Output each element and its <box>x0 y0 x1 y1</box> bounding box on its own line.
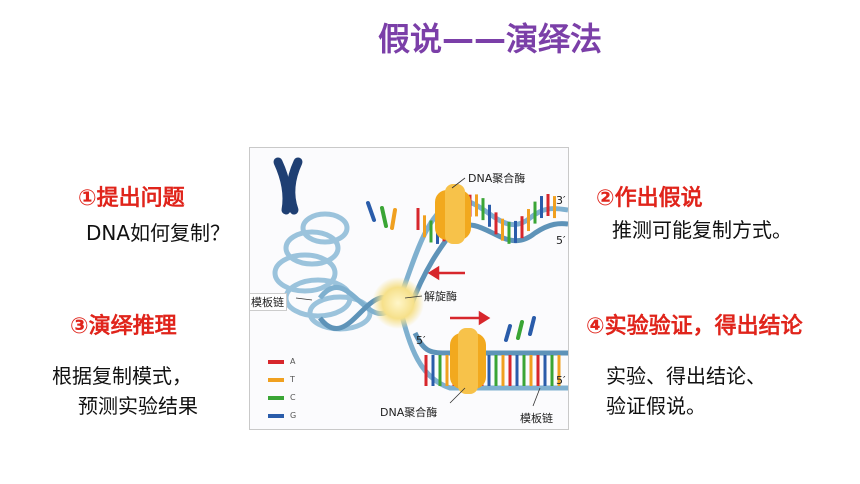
helicase-label: 解旋酶 <box>424 290 457 303</box>
dna-replication-illustration <box>268 157 568 418</box>
chromosome-icon <box>273 157 303 215</box>
dna-polymerase-bottom-label: DNA聚合酶 <box>380 406 438 419</box>
dna-polymerase-top-label: DNA聚合酶 <box>468 172 526 185</box>
step-3-label: ③演绎推理 <box>70 314 177 339</box>
page-title: 假说——演绎法 <box>377 20 602 58</box>
end-3-top-label: 3′ <box>556 194 566 207</box>
legend-swatches <box>268 360 284 418</box>
dna-polymerase-top-enzyme <box>435 184 471 244</box>
end-5-mid-label: 5′ <box>416 334 426 347</box>
step-4-desc-line-2: 验证假说。 <box>606 394 706 418</box>
step-3-desc-line-2: 预测实验结果 <box>78 394 198 418</box>
coiled-dna-strand <box>272 211 373 332</box>
helicase-enzyme <box>372 277 424 329</box>
step-2-desc: 推测可能复制方式。 <box>612 218 792 242</box>
dna-polymerase-bottom-enzyme <box>450 328 486 394</box>
step-3-desc-line-1: 根据复制模式， <box>52 364 192 388</box>
legend-label-t: T <box>290 375 295 384</box>
template-strand-bottom-label: 模板链 <box>520 412 553 425</box>
legend-label-c: C <box>290 393 296 402</box>
end-5-bottom-label: 5′ <box>556 374 566 387</box>
legend-label-a: A <box>290 357 296 366</box>
step-4-desc-line-1: 实验、得出结论、 <box>606 364 766 388</box>
top-daughter-helix <box>397 198 568 309</box>
step-4-label: ④实验验证，得出结论 <box>586 314 803 339</box>
step-1-desc: DNA如何复制？ <box>86 221 231 245</box>
end-5-top-label: 5′ <box>556 234 566 247</box>
direction-arrows <box>427 265 491 326</box>
step-1-label: ①提出问题 <box>78 186 185 211</box>
dna-replication-diagram: DNA聚合酶 解旋酶 模板链 DNA聚合酶 模板链 3′ 5′ 5′ 5′ A … <box>249 147 569 430</box>
legend-label-g: G <box>290 411 297 420</box>
free-nucleotides <box>366 201 536 342</box>
bottom-strand-base-pairs <box>424 355 561 386</box>
step-2-label: ②作出假说 <box>596 186 703 211</box>
template-strand-left-label: 模板链 <box>250 293 287 311</box>
